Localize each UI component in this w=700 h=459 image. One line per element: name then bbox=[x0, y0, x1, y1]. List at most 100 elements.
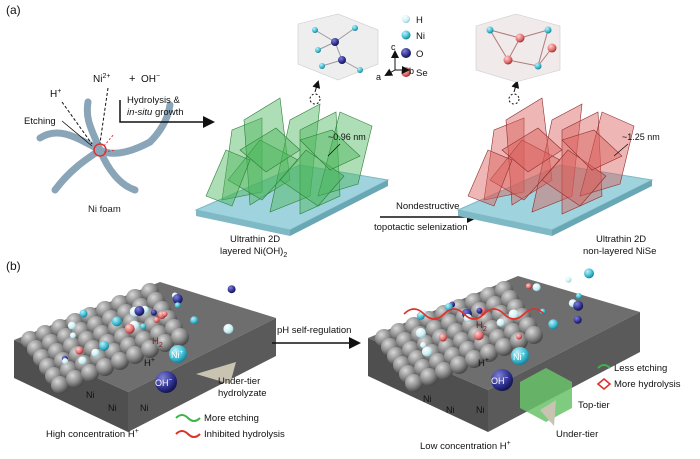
product1-line1: Ultrathin 2D bbox=[230, 234, 280, 245]
inhibited-hydrolysis-icon bbox=[175, 430, 201, 438]
product2-line2: non-layered NiSe bbox=[583, 246, 656, 257]
right-oh-label: OH− bbox=[491, 375, 509, 386]
ni-sphere bbox=[420, 368, 438, 386]
under-tier-hydrolyzate-1: Under-tier bbox=[218, 376, 260, 387]
legend-o-label: O bbox=[416, 49, 423, 60]
surface-atom bbox=[438, 333, 447, 342]
more-hydrolysis-label: More hydrolysis bbox=[614, 379, 681, 390]
surface-atom bbox=[67, 321, 76, 330]
surface-atom bbox=[190, 316, 199, 325]
left-oh-ion bbox=[155, 371, 177, 393]
ni-sphere bbox=[51, 376, 69, 394]
niohh2-zoom-circle bbox=[309, 93, 321, 105]
left-ni-label-1: Ni bbox=[86, 390, 95, 400]
legend-ni-swatch bbox=[401, 30, 411, 40]
ni-sphere bbox=[141, 340, 159, 358]
surface-atom bbox=[99, 340, 109, 351]
surface-atom bbox=[476, 307, 483, 314]
left-oh-label: OH− bbox=[155, 377, 173, 388]
surface-atom bbox=[415, 327, 426, 338]
etching-label: Etching bbox=[24, 116, 56, 127]
surface-atom bbox=[573, 315, 582, 324]
surface-atom bbox=[508, 309, 519, 320]
legend-h-label: H bbox=[416, 15, 423, 26]
ni-sphere bbox=[405, 374, 423, 392]
right-ni-label-2: Ni bbox=[446, 405, 455, 415]
red-dashed-bonds bbox=[103, 133, 117, 153]
less-etching-label: Less etching bbox=[614, 363, 667, 374]
step2-line2: topotactic selenization bbox=[374, 222, 467, 233]
ni2-plus-label: Ni2+ bbox=[93, 73, 110, 85]
surface-atom bbox=[420, 342, 427, 348]
right-oh-ion bbox=[491, 369, 513, 391]
ni-sphere bbox=[171, 328, 189, 346]
oh-minus-label: OH− bbox=[141, 73, 160, 85]
legend-se-label: Se bbox=[416, 68, 428, 79]
surface-atom bbox=[69, 332, 76, 339]
right-ni-plus-ion bbox=[511, 347, 529, 365]
nise-substrate-front bbox=[552, 180, 652, 236]
surface-atom bbox=[473, 330, 484, 341]
surface-atom bbox=[223, 323, 234, 334]
thickness-1-label: ~0.96 nm bbox=[328, 132, 366, 142]
surface-atom bbox=[111, 316, 122, 327]
right-ni-label-3: Ni bbox=[476, 405, 485, 415]
right-ni-label-1: Ni bbox=[423, 394, 432, 404]
less-etching-icon bbox=[597, 364, 611, 369]
surface-atom bbox=[575, 293, 582, 299]
plus-sign: + bbox=[129, 73, 135, 85]
step2-line1: Nondestructive bbox=[396, 201, 459, 212]
nise-crystal-structure bbox=[475, 13, 561, 83]
axis-c-label: c bbox=[391, 42, 396, 52]
more-etching-icon bbox=[175, 414, 201, 422]
niohh2-substrate-side bbox=[196, 210, 290, 236]
legend-ni-label: Ni bbox=[416, 31, 425, 42]
niohh2-crystal-structure bbox=[297, 13, 379, 81]
left-hydrolyzate-wedge bbox=[196, 362, 236, 384]
left-h2-label: H2 bbox=[152, 336, 163, 349]
surface-atom bbox=[124, 323, 135, 334]
left-ni-label-3: Ni bbox=[140, 403, 149, 413]
ni-sphere bbox=[66, 370, 84, 388]
thickness-2-pointer bbox=[613, 143, 629, 157]
surface-atom bbox=[532, 283, 541, 292]
surface-atom bbox=[565, 276, 572, 283]
surface-atom bbox=[75, 346, 84, 355]
right-ni-plus-label: Ni+ bbox=[513, 351, 526, 362]
ni-sphere bbox=[111, 352, 129, 370]
reactant-dashed-arrows bbox=[61, 87, 109, 145]
surface-atom bbox=[91, 348, 100, 357]
more-etching-label: More etching bbox=[204, 413, 259, 424]
h-plus-label: H+ bbox=[50, 88, 61, 100]
surface-atom bbox=[584, 268, 594, 279]
nise-zoom-arrow bbox=[511, 80, 520, 93]
niohh2-sheets bbox=[205, 97, 373, 215]
low-concentration-label: Low concentration H+ bbox=[420, 440, 511, 452]
axis-b-label: b bbox=[409, 66, 414, 76]
surface-atom bbox=[161, 311, 168, 317]
ni-foam-label: Ni foam bbox=[88, 204, 121, 215]
step1-line2: in-situ growth bbox=[127, 107, 184, 118]
surface-atom bbox=[62, 358, 69, 365]
surface-atom bbox=[421, 346, 432, 357]
surface-atom bbox=[134, 306, 145, 316]
surface-atom bbox=[516, 333, 522, 340]
niohh2-zoom-arrow bbox=[312, 80, 321, 93]
step1-line1: Hydrolysis & bbox=[127, 95, 180, 106]
inhibited-hydrolysis-label: Inhibited hydrolysis bbox=[204, 429, 285, 440]
etching-pointer bbox=[61, 120, 93, 147]
ni-sphere bbox=[126, 346, 144, 364]
panel-b-label: (b) bbox=[6, 259, 21, 273]
legend-h-swatch bbox=[402, 15, 410, 23]
ni-sphere bbox=[156, 334, 174, 352]
thickness-1-pointer bbox=[327, 143, 341, 157]
surface-atom bbox=[150, 309, 157, 316]
ph-regulation-label: pH self-regulation bbox=[277, 325, 351, 336]
ni-sphere bbox=[480, 344, 498, 362]
panel-a-label: (a) bbox=[6, 3, 21, 17]
ni-sphere bbox=[495, 338, 513, 356]
red-hydrolysis-wave bbox=[403, 308, 545, 320]
left-h-plus-label: H+ bbox=[144, 357, 155, 369]
surface-atom bbox=[174, 302, 181, 309]
